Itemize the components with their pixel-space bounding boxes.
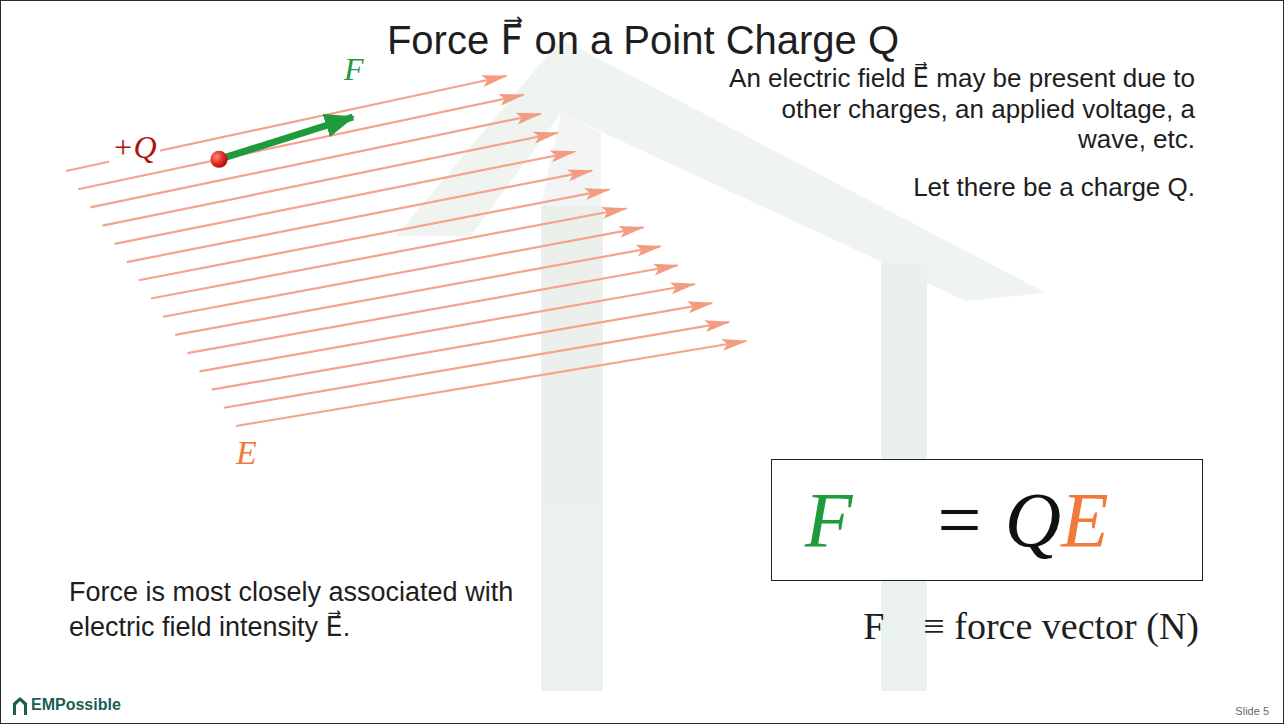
equation-box: F⃗ = QE⃗ <box>771 459 1203 581</box>
point-charge <box>211 151 228 168</box>
field-line <box>236 341 746 426</box>
field-line <box>139 190 609 281</box>
field-line <box>127 171 592 262</box>
field-line <box>224 322 729 408</box>
force-label: F⃗ <box>341 51 391 88</box>
field-line <box>175 246 660 335</box>
field-line <box>163 227 643 316</box>
logo-icon <box>13 697 27 715</box>
field-line <box>212 303 712 389</box>
field-lines <box>66 76 746 426</box>
logo-mark <box>13 697 27 715</box>
equation-text: F⃗ = QE⃗ <box>805 477 1170 563</box>
field-line <box>200 284 695 371</box>
equation-part: E⃗ <box>1061 476 1169 563</box>
field-line <box>187 265 677 353</box>
association-note: Force is most closely associated with el… <box>69 575 589 644</box>
field-line <box>115 152 575 244</box>
logo-text: EMPossible <box>31 696 121 714</box>
force-definition: F⃗ ≡ force vector (N) <box>779 605 1199 649</box>
charge-note: Let there be a charge Q. <box>710 173 1195 203</box>
slide-title: Force F⃗ on a Point Charge Q <box>1 17 1284 63</box>
field-line <box>151 209 626 299</box>
equation-part: F⃗ <box>805 476 913 563</box>
watermark-column <box>541 206 603 691</box>
field-note: An electric field E⃗ may be present due … <box>710 63 1195 155</box>
charge-group <box>211 117 354 168</box>
charge-label: +Q <box>109 129 160 166</box>
force-arrow <box>219 117 353 159</box>
slide-number: Slide 5 <box>1235 705 1269 718</box>
equation-part: = Q <box>913 476 1061 563</box>
field-label: E⃗ <box>233 433 286 472</box>
